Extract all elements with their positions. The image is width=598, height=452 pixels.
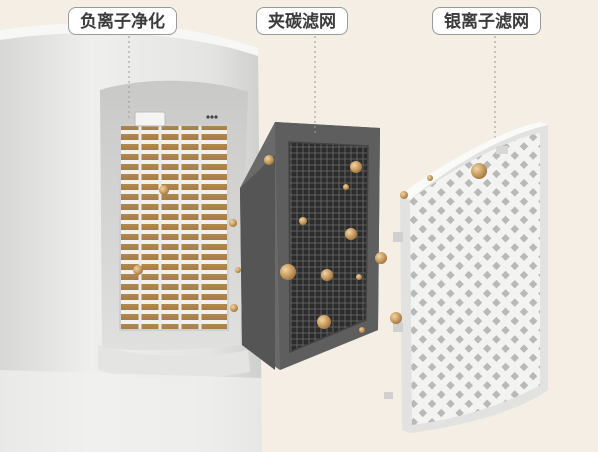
anion-purification-label: 负离子净化 <box>68 7 177 35</box>
silver-ion-filter-label: 银离子滤网 <box>432 7 541 35</box>
grille-vent <box>120 125 228 330</box>
carbon-filter-label: 夹碳滤网 <box>256 7 348 35</box>
leader-lines <box>128 36 496 148</box>
dust-particles <box>133 155 487 333</box>
carbon-filter <box>240 122 380 370</box>
purifier-body <box>0 23 262 452</box>
silver-ion-cover <box>384 122 548 433</box>
